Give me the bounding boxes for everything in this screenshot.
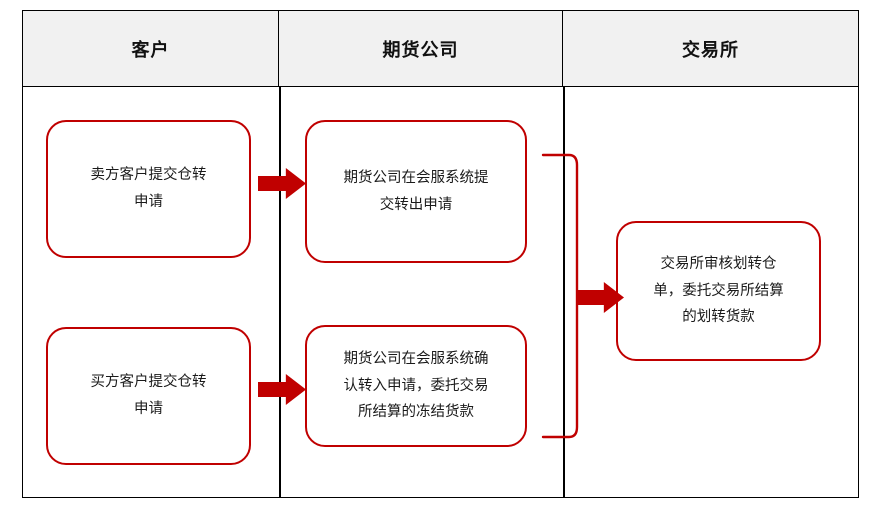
node-buyer-apply[interactable]: 买方客户提交仓转 申请 [46, 327, 251, 465]
swimlane-body-dividers [23, 87, 858, 497]
node-exchange-audit-line-1: 交易所审核划转仓 [660, 255, 777, 272]
column-header-exchange: 交易所 [682, 39, 739, 60]
node-exchange-audit-line-2: 单，委托交易所结算 [653, 282, 784, 299]
node-broker-confirm-in-line-1: 期货公司在会服系统确 [343, 350, 489, 367]
node-seller-apply-text: 卖方客户提交仓转 申请 [91, 162, 207, 216]
node-broker-submit-out-text: 期货公司在会服系统提 交转出申请 [344, 165, 489, 219]
node-buyer-apply-text: 买方客户提交仓转 申请 [91, 369, 207, 423]
node-exchange-audit-line-3: 的划转货款 [682, 309, 755, 326]
column-header-futures-company: 期货公司 [279, 11, 563, 86]
column-divider-1 [279, 87, 281, 497]
swimlane-header-row: 客户 期货公司 交易所 [23, 11, 858, 87]
node-broker-submit-out-line-1: 期货公司在会服系统提 [343, 169, 489, 186]
node-exchange-audit[interactable]: 交易所审核划转仓 单，委托交易所结算 的划转货款 [616, 221, 821, 361]
node-broker-confirm-in[interactable]: 期货公司在会服系统确 认转入申请，委托交易 所结算的冻结货款 [305, 325, 527, 447]
node-broker-submit-out[interactable]: 期货公司在会服系统提 交转出申请 [305, 120, 527, 263]
node-seller-apply-line-2: 申请 [134, 194, 163, 210]
node-exchange-audit-text: 交易所审核划转仓 单，委托交易所结算 的划转货款 [653, 251, 784, 331]
node-seller-apply-line-1: 卖方客户提交仓转 [90, 167, 207, 184]
node-broker-submit-out-line-2: 交转出申请 [379, 196, 453, 213]
node-buyer-apply-line-1: 买方客户提交仓转 [90, 374, 207, 391]
column-header-customer: 客户 [23, 11, 279, 86]
node-broker-confirm-in-line-3: 所结算的冻结货款 [358, 404, 474, 421]
node-broker-confirm-in-line-2: 认转入申请，委托交易 [343, 377, 489, 394]
node-buyer-apply-line-2: 申请 [134, 401, 163, 417]
column-divider-2 [563, 87, 565, 497]
node-seller-apply[interactable]: 卖方客户提交仓转 申请 [46, 120, 251, 258]
swimlane-table: 客户 期货公司 交易所 [22, 10, 859, 498]
node-broker-confirm-in-text: 期货公司在会服系统确 认转入申请，委托交易 所结算的冻结货款 [344, 346, 489, 426]
